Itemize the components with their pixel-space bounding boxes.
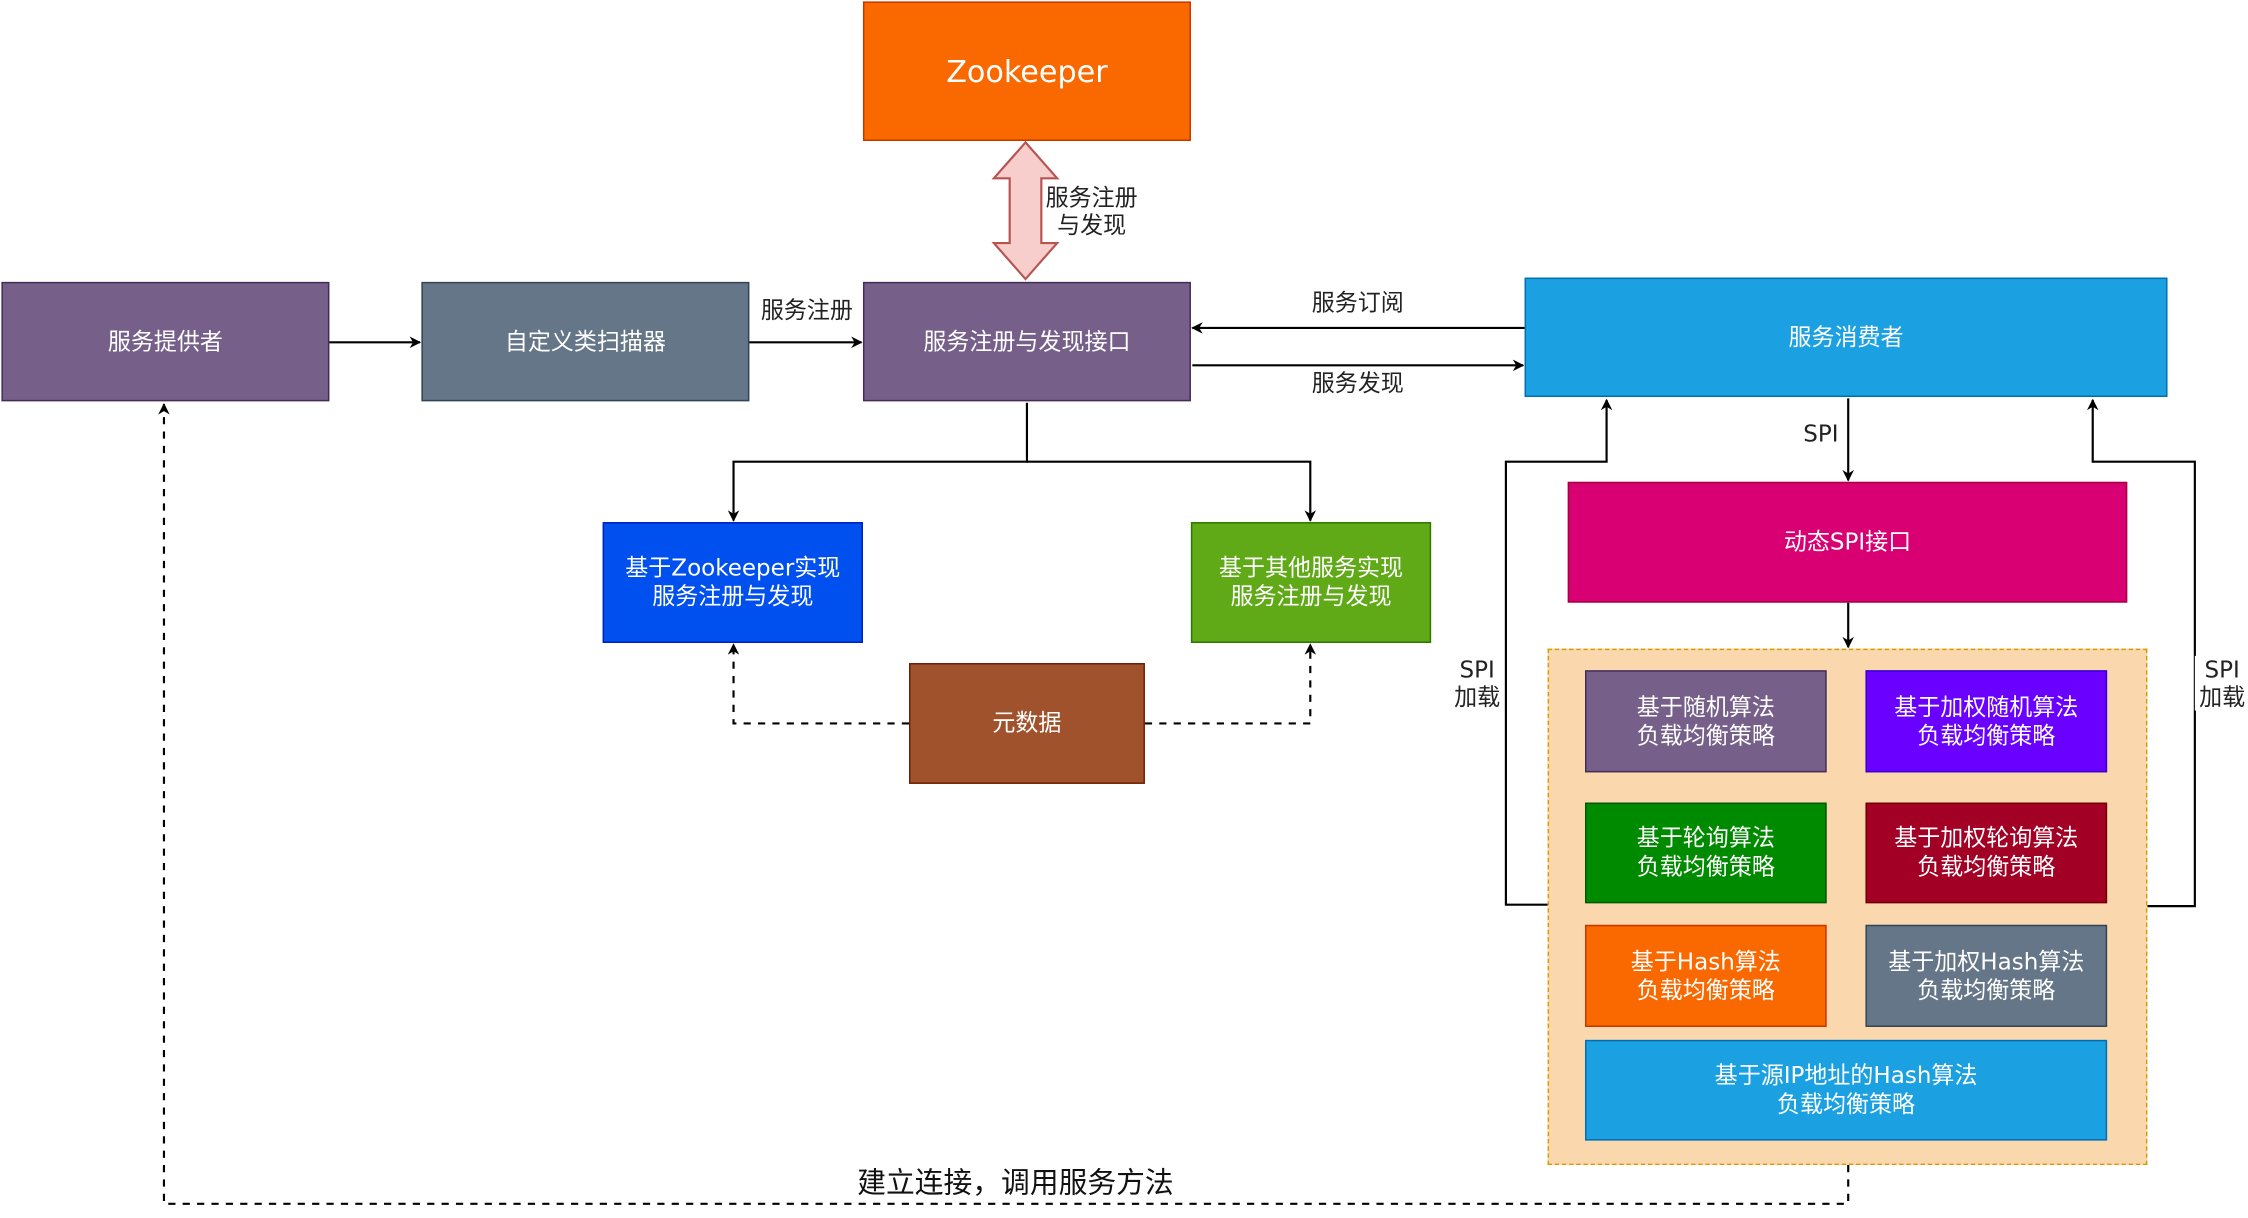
dynamic-spi-interface-node[interactable]: 动态SPI接口 <box>1567 481 2128 603</box>
lb-weighted-hash-node[interactable]: 基于加权Hash算法 负载均衡策略 <box>1865 924 2108 1027</box>
edge-metadata-zk <box>727 643 910 725</box>
spi-load-left-label: SPI 加载 <box>1449 655 1505 711</box>
subscribe-label: 服务订阅 <box>1303 289 1413 317</box>
other-impl-node[interactable]: 基于其他服务实现 服务注册与发现 <box>1190 522 1432 643</box>
spi-label: SPI <box>1797 419 1844 448</box>
edge-registry-other-impl <box>1026 460 1317 522</box>
edge-spi-load-right <box>2086 398 2196 908</box>
zookeeper-impl-node[interactable]: 基于Zookeeper实现 服务注册与发现 <box>602 522 863 643</box>
lb-round-robin-node[interactable]: 基于轮询算法 负载均衡策略 <box>1585 802 1827 904</box>
spi-load-right-label: SPI 加载 <box>2194 655 2248 711</box>
register-label: 服务注册 <box>755 296 859 324</box>
discover-label: 服务发现 <box>1303 369 1413 397</box>
edge-metadata-other <box>1144 643 1317 725</box>
zookeeper-double-arrow <box>991 140 1060 281</box>
lb-random-node[interactable]: 基于随机算法 负载均衡策略 <box>1585 670 1827 773</box>
edge-registry-zk-impl <box>727 402 1029 522</box>
lb-source-ip-hash-node[interactable]: 基于源IP地址的Hash算法 负载均衡策略 <box>1585 1039 2108 1141</box>
metadata-node[interactable]: 元数据 <box>909 663 1145 784</box>
lb-weighted-round-robin-node[interactable]: 基于加权轮询算法 负载均衡策略 <box>1865 802 2108 904</box>
edge-spi-load-left <box>1504 398 1613 906</box>
registry-interface-node[interactable]: 服务注册与发现接口 <box>862 281 1191 402</box>
connect-call-label: 建立连接，调用服务方法 <box>839 1166 1191 1198</box>
lb-hash-node[interactable]: 基于Hash算法 负载均衡策略 <box>1585 924 1827 1027</box>
lb-weighted-random-node[interactable]: 基于加权随机算法 负载均衡策略 <box>1865 670 2108 773</box>
zookeeper-node[interactable]: Zookeeper <box>862 1 1191 141</box>
edge-connect-call <box>158 403 1850 1205</box>
service-provider-node[interactable]: 服务提供者 <box>1 281 330 402</box>
service-consumer-node[interactable]: 服务消费者 <box>1524 277 2168 397</box>
register-discover-label: 服务注册 与发现 <box>1045 184 1138 239</box>
custom-class-scanner-node[interactable]: 自定义类扫描器 <box>421 281 750 402</box>
